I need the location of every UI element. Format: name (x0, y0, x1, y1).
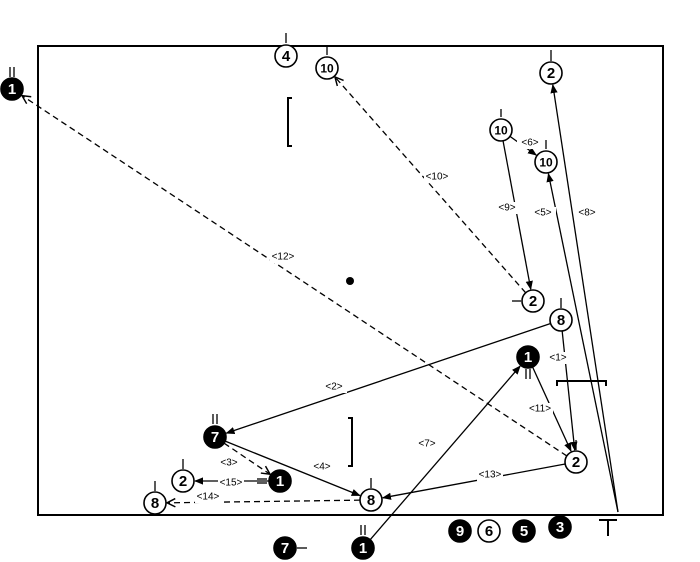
player-number: 2 (572, 454, 580, 471)
player-node-n1low (268, 469, 292, 493)
player-node-n1mid (516, 345, 540, 369)
route-label-bg (477, 469, 503, 481)
route-label: <13> (479, 470, 502, 481)
route-label-bg (574, 207, 600, 219)
player-node-n4 (274, 44, 298, 68)
player-node-n10b (489, 118, 513, 142)
route-label-bg (530, 207, 556, 219)
route-arrow (561, 330, 578, 451)
player-node-n9legend (448, 519, 472, 543)
route-label: <3> (220, 458, 237, 469)
player-node-n8ll (143, 491, 167, 515)
route-label: <4> (313, 462, 330, 473)
route-arrow (335, 77, 527, 294)
player-number: 10 (539, 156, 553, 170)
player-number: 5 (520, 523, 528, 540)
center-dot (346, 277, 354, 285)
field-border (37, 45, 664, 516)
player-number: 10 (320, 62, 334, 76)
player-number: 8 (367, 492, 375, 509)
route-label: <7> (418, 439, 435, 450)
player-number: 2 (179, 473, 187, 490)
route-label: <14> (197, 492, 220, 503)
route-label: <15> (220, 478, 243, 489)
route-arrow (381, 463, 566, 500)
route-arrow (502, 140, 533, 291)
route-label: <2> (325, 382, 342, 393)
player-node-n7 (203, 425, 227, 449)
player-node-n1left (0, 77, 24, 101)
route-label-bg (195, 491, 221, 503)
player-node-n5legend (512, 519, 536, 543)
route-label: <5> (534, 208, 551, 219)
player-number: 1 (524, 349, 532, 366)
route-label: <12> (272, 252, 295, 263)
route-label: <9> (498, 203, 515, 214)
bracket-mark (348, 417, 353, 467)
player-number: 1 (276, 473, 284, 490)
bracket-mark (556, 380, 607, 386)
route-arrow (369, 365, 521, 541)
player-node-n1out (351, 536, 375, 560)
player-node-n2low (564, 450, 588, 474)
route-label-bg (424, 171, 450, 183)
route-label-bg (545, 352, 571, 364)
player-node-n10a (315, 56, 339, 80)
route-label-bg (216, 457, 242, 469)
route-label-bg (494, 202, 520, 214)
player-number: 4 (282, 48, 291, 65)
route-label: <8> (578, 208, 595, 219)
route-label-bg (414, 438, 440, 450)
player-number: 10 (494, 124, 508, 138)
player-number: 7 (281, 540, 289, 557)
player-number: 1 (359, 540, 367, 557)
player-node-n7out (273, 536, 297, 560)
route-label-bg (527, 403, 553, 415)
route-label-bg (218, 477, 244, 489)
player-node-n8right (549, 308, 573, 332)
route-label: <1> (549, 353, 566, 364)
player-number: 8 (557, 312, 565, 329)
route-arrow (550, 83, 619, 513)
route-arrow (546, 172, 619, 513)
player-number: 2 (547, 65, 555, 82)
player-number: 8 (151, 495, 159, 512)
route-label: <11> (529, 404, 551, 415)
player-node-n2mid (521, 289, 545, 313)
route-arrow (224, 440, 361, 497)
player-number: 1 (8, 81, 16, 98)
player-node-n2ll (171, 469, 195, 493)
player-node-n10c (534, 150, 558, 174)
origin-t-mark (599, 519, 617, 536)
route-label: <10> (426, 172, 449, 183)
player-number: 2 (529, 293, 537, 310)
route-label-bg (517, 137, 543, 149)
player-number: 3 (556, 519, 564, 536)
route-arrow (225, 322, 551, 434)
player-number: 6 (485, 523, 493, 540)
route-label-bg (321, 381, 347, 393)
player-node-n8mid (359, 488, 383, 512)
player-node-n2top (539, 61, 563, 85)
bracket-mark (287, 97, 292, 147)
route-label: <6> (521, 138, 538, 149)
route-arrow (22, 96, 568, 457)
player-node-n6legend (477, 519, 501, 543)
player-node-n3legend (548, 515, 572, 539)
route-label-bg (270, 251, 296, 263)
player-number: 7 (211, 429, 219, 446)
player-number: 9 (456, 523, 464, 540)
route-label-bg (309, 461, 335, 473)
